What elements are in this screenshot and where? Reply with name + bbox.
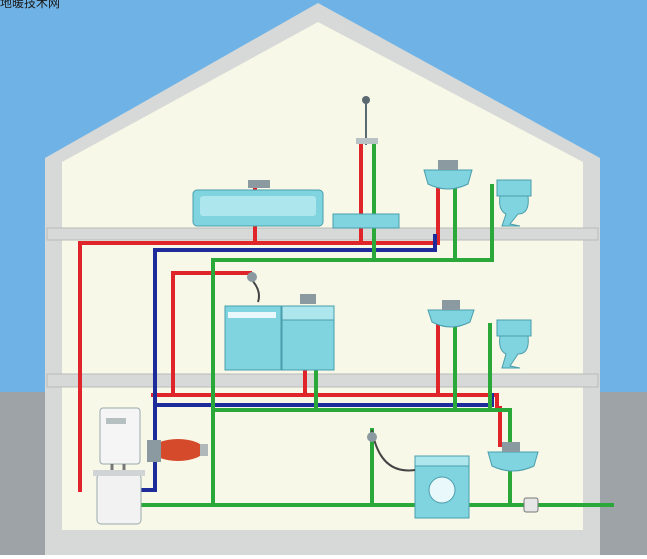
upper-floor-slab: [46, 227, 599, 241]
kitchen-cabinet-icon: [224, 305, 282, 371]
house-interior: [62, 22, 583, 555]
bathroom-sink-icon: [427, 300, 475, 328]
kitchen-sink-icon: [281, 294, 335, 371]
utility-sink-icon: [487, 442, 539, 472]
washbasin-icon: [247, 272, 260, 303]
bathtub-icon: [192, 180, 324, 227]
bathroom-sink-icon: [423, 160, 473, 190]
cold-pipe-riser: [138, 234, 437, 492]
green-pipe-riser: [211, 184, 494, 507]
middle-floor-slab: [46, 373, 599, 388]
caption-text: 地暖技术网: [0, 0, 61, 10]
toilet-icon: [496, 319, 532, 369]
boiler-icon: [99, 407, 141, 474]
shower-tray-icon: [332, 213, 400, 229]
ground-slab: [47, 530, 598, 555]
water-heater-icon: [93, 470, 145, 525]
hot-pipe-washbasin-mid: [171, 271, 252, 397]
faucet-icon: [248, 180, 270, 188]
green-pipe-ground: [211, 408, 512, 507]
heat-pump-icon: [147, 439, 208, 462]
toilet-icon: [496, 179, 532, 227]
washing-machine-icon: [367, 429, 470, 519]
shower-icon: [356, 96, 378, 145]
hot-pipe-main-riser: [78, 188, 440, 492]
meter-icon: [523, 497, 539, 513]
